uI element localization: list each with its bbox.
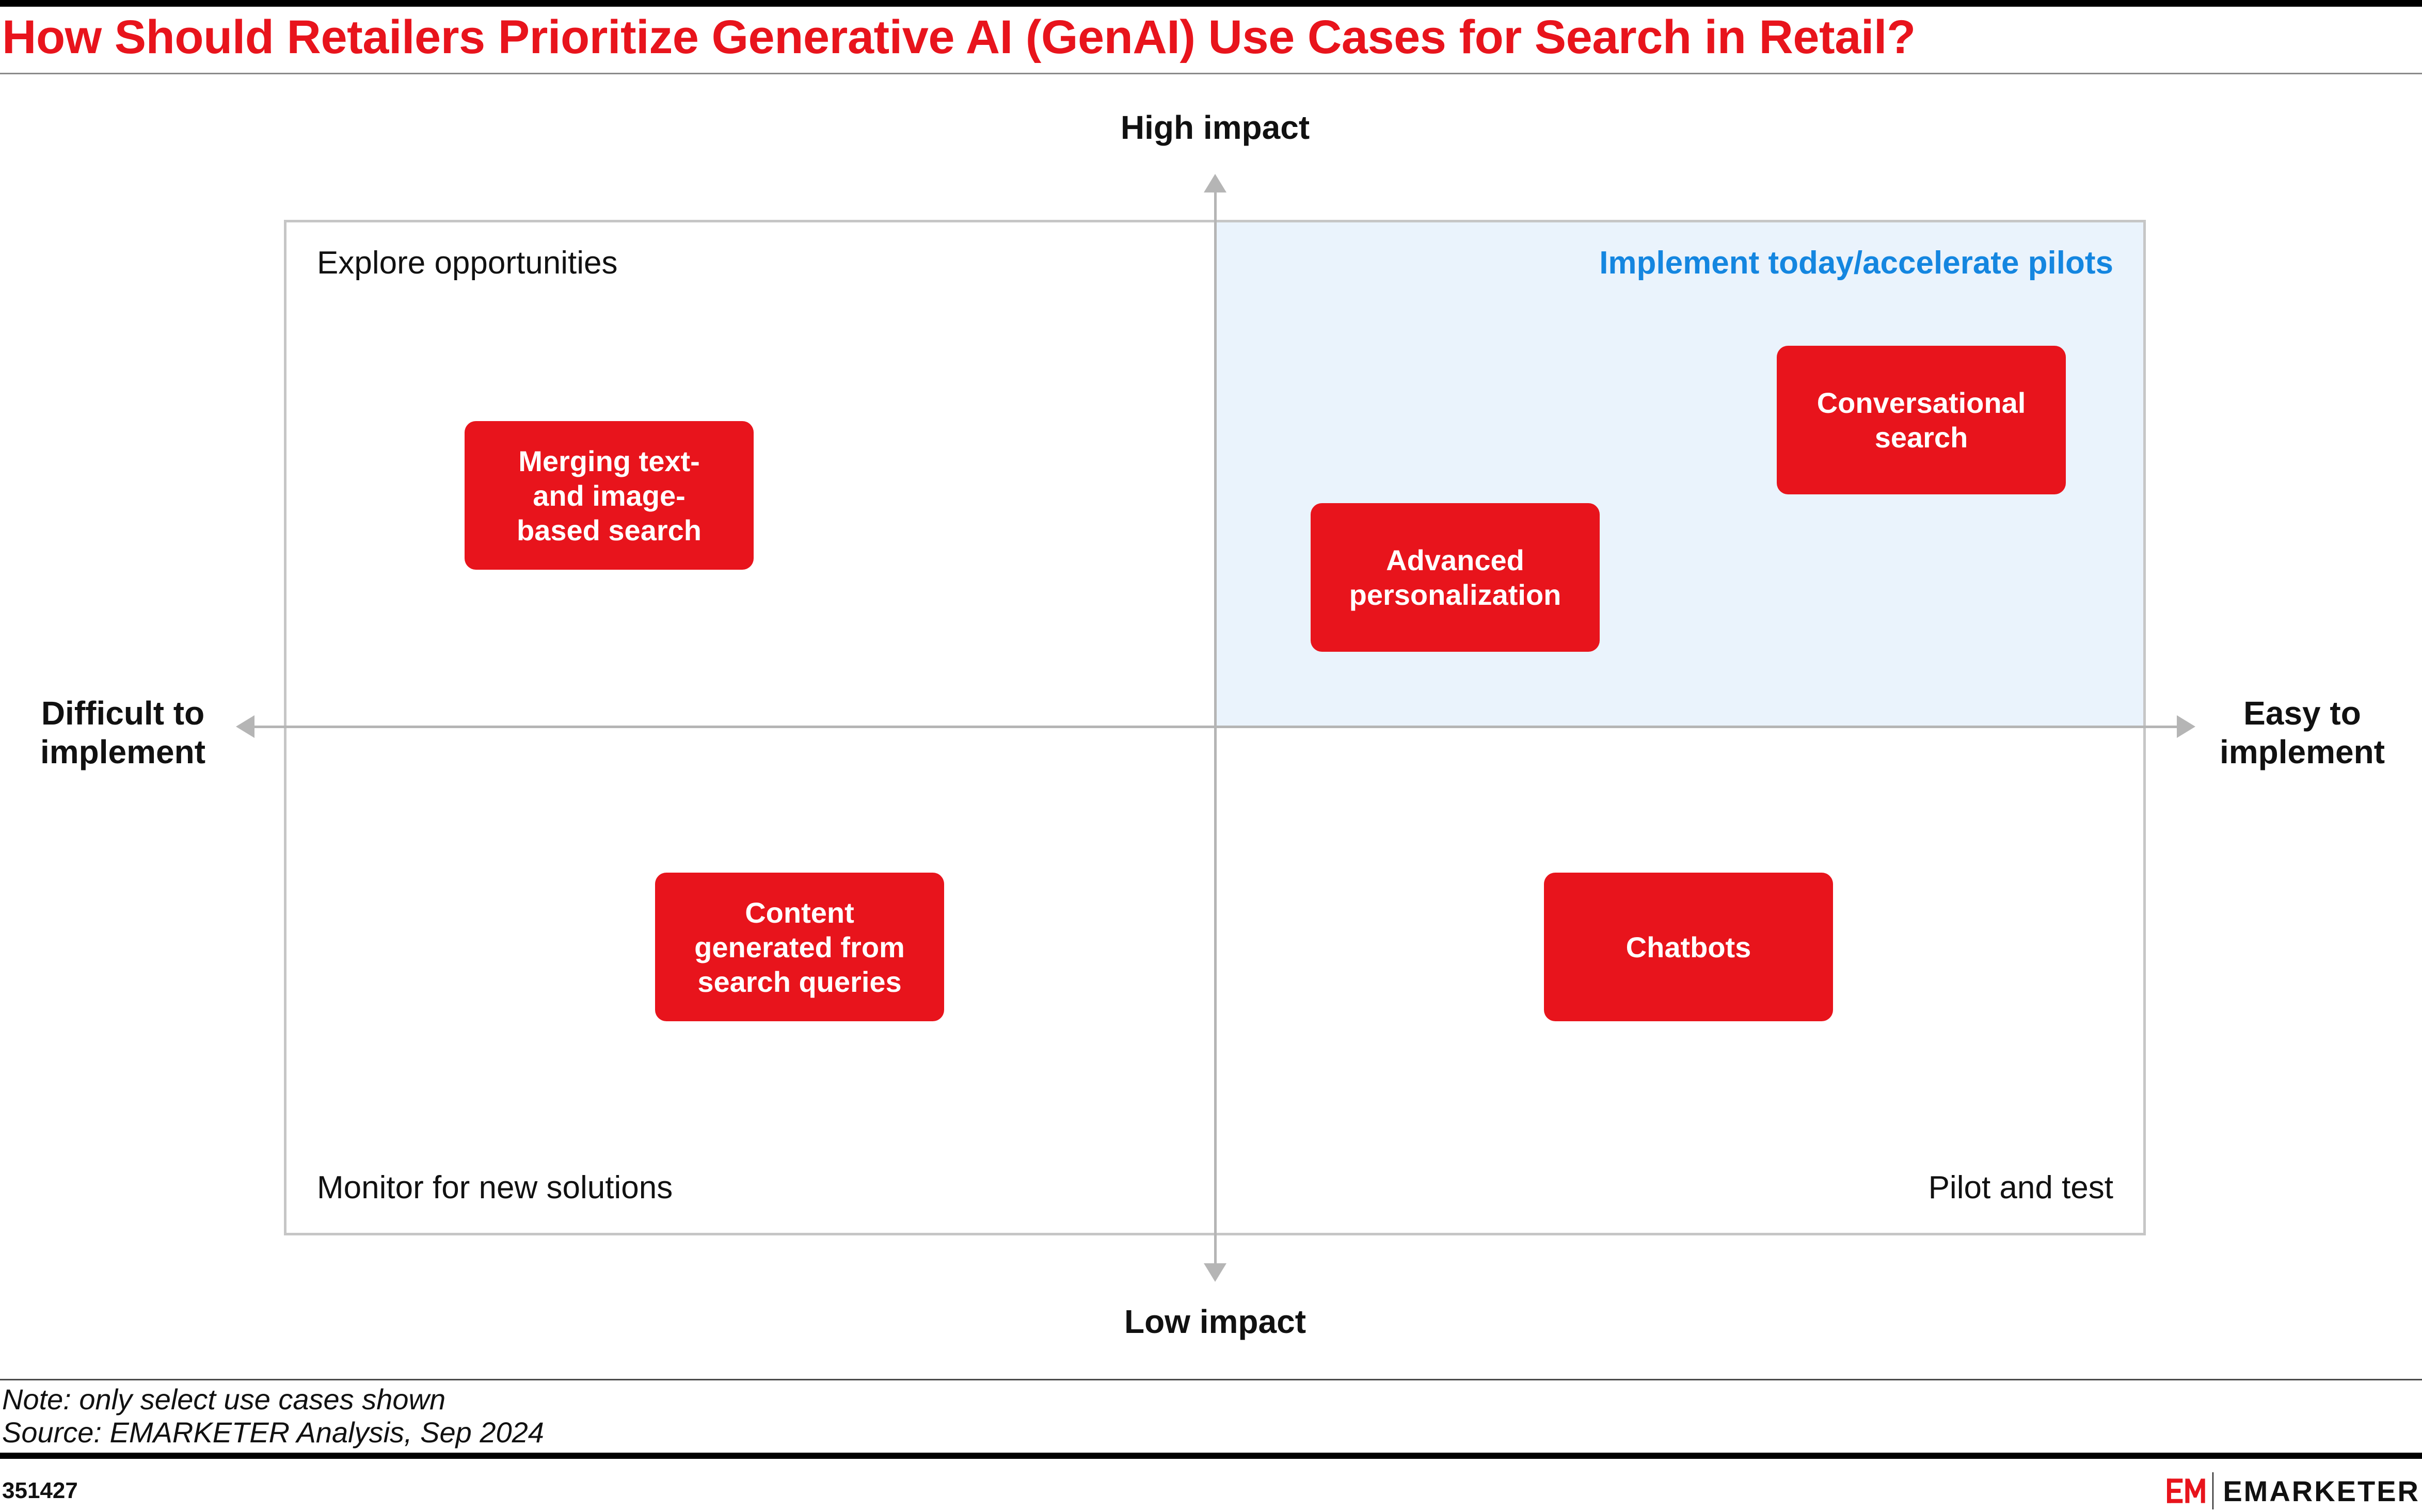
footer-divider bbox=[0, 1379, 2422, 1380]
use-case-label: Conversational search bbox=[1816, 387, 2026, 454]
use-case-card-advanced-personalization: Advanced personalization bbox=[1311, 503, 1600, 652]
quadrant-label-explore: Explore opportunities bbox=[317, 245, 618, 281]
page-title: How Should Retailers Prioritize Generati… bbox=[2, 11, 1916, 63]
logo-divider bbox=[2212, 1472, 2214, 1509]
axis-label-difficult: Difficult to implement bbox=[40, 695, 206, 770]
footer-note: Note: only select use cases shown bbox=[2, 1383, 446, 1416]
use-case-card-merging-search: Merging text- and image- based search bbox=[465, 421, 754, 570]
footer-source: Source: EMARKETER Analysis, Sep 2024 bbox=[2, 1416, 544, 1449]
use-case-label: Merging text- and image- based search bbox=[517, 444, 702, 546]
arrow-right-icon bbox=[2177, 715, 2195, 738]
use-case-card-content-generated: Content generated from search queries bbox=[655, 873, 944, 1021]
arrow-up-icon bbox=[1204, 174, 1226, 192]
emarketer-em-logo-icon bbox=[2167, 1478, 2205, 1503]
use-case-label: Advanced personalization bbox=[1349, 544, 1561, 611]
quadrant-label-pilot: Pilot and test bbox=[1928, 1170, 2113, 1205]
arrow-left-icon bbox=[236, 715, 254, 738]
use-case-card-conversational-search: Conversational search bbox=[1777, 346, 2066, 494]
axis-label-high-impact: High impact bbox=[1120, 109, 1310, 146]
chart-id: 351427 bbox=[2, 1478, 78, 1503]
arrow-down-icon bbox=[1204, 1263, 1226, 1282]
axis-label-low-impact: Low impact bbox=[1124, 1303, 1306, 1340]
bottom-rule bbox=[0, 1453, 2422, 1459]
use-case-label: Content generated from search queries bbox=[694, 896, 905, 998]
use-case-card-chatbots: Chatbots bbox=[1544, 873, 1833, 1021]
implementation-axis bbox=[248, 726, 2186, 728]
quadrant-label-implement: Implement today/accelerate pilots bbox=[1599, 245, 2113, 281]
impact-axis bbox=[1214, 186, 1217, 1275]
title-divider bbox=[0, 73, 2422, 74]
brand-name: EMARKETER bbox=[2223, 1474, 2420, 1507]
brand-logo: EMARKETER bbox=[2167, 1471, 2420, 1511]
use-case-label: Chatbots bbox=[1626, 930, 1751, 963]
top-rule bbox=[0, 0, 2422, 7]
quadrant-label-monitor: Monitor for new solutions bbox=[317, 1170, 673, 1205]
axis-label-easy: Easy to implement bbox=[2219, 695, 2385, 770]
